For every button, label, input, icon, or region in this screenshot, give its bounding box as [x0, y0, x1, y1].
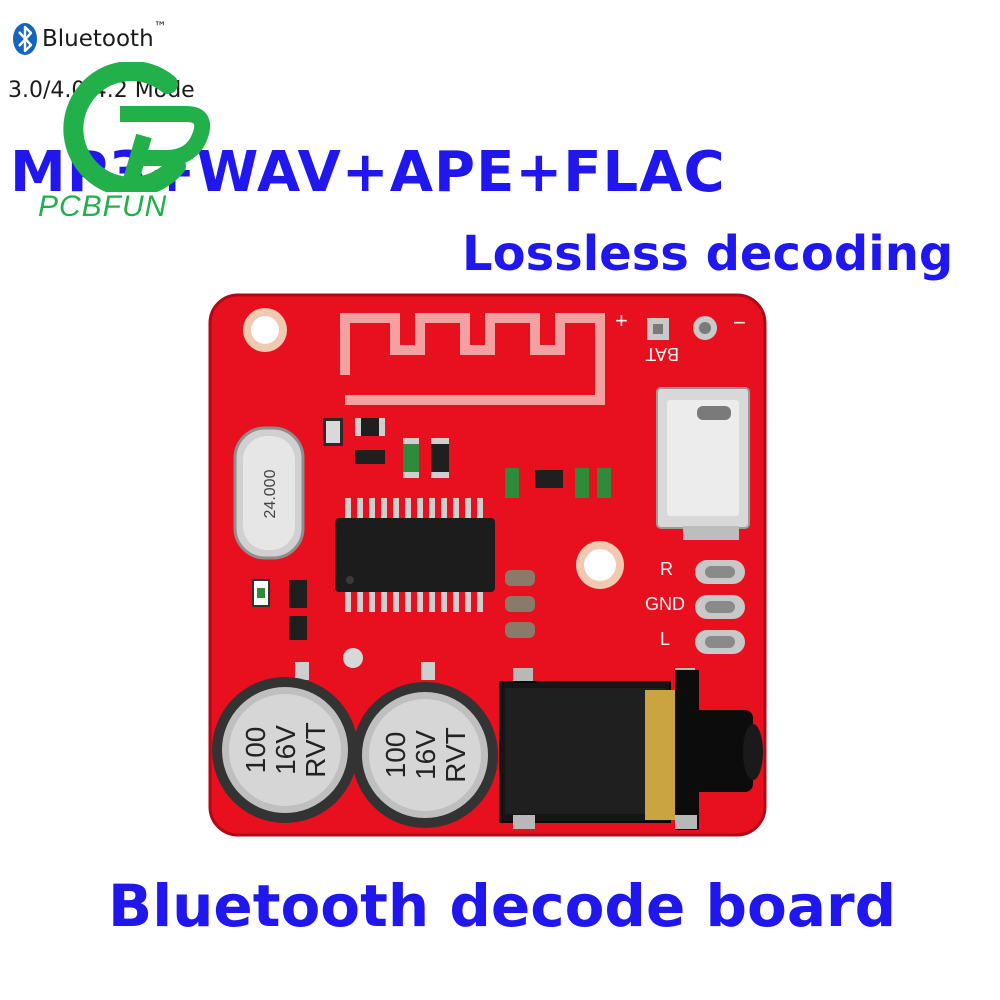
- capacitor-right: 100 16V RVT: [352, 662, 498, 828]
- battery-pads: + − BAT: [615, 308, 746, 364]
- silk-gnd: GND: [645, 594, 685, 614]
- bluetooth-word: Bluetooth™: [42, 20, 167, 52]
- pcbfun-logo: [63, 62, 211, 192]
- audio-output-pads: R GND L: [645, 559, 745, 654]
- board-title: Bluetooth decode board: [108, 872, 897, 940]
- silk-bat: BAT: [645, 344, 679, 364]
- crystal-oscillator: 24.000: [233, 426, 305, 560]
- mounting-hole-center-right: [576, 541, 624, 589]
- silk-plus: +: [615, 308, 628, 333]
- crystal-label: 24.000: [262, 469, 279, 518]
- cap-right-voltage: 16V: [410, 730, 441, 780]
- mounting-hole-top-left: [243, 308, 287, 352]
- pcbfun-logo-text: PCBFUN: [38, 190, 168, 223]
- silk-l: L: [660, 629, 670, 649]
- smd-components: [252, 418, 611, 668]
- silk-r: R: [660, 559, 673, 579]
- bluetooth-icon: [13, 23, 37, 55]
- silk-minus: −: [733, 310, 746, 335]
- bluetooth-decoder-board: + − BAT 24.000: [208, 293, 767, 837]
- cap-right-value: 100: [380, 732, 411, 779]
- cap-left-brand: RVT: [300, 722, 331, 778]
- subtitle-lossless: Lossless decoding: [462, 226, 954, 282]
- decoder-chip: [335, 498, 495, 612]
- audio-jack[interactable]: [499, 668, 763, 830]
- antenna-trace: [340, 313, 605, 405]
- cap-left-voltage: 16V: [270, 725, 301, 775]
- cap-right-brand: RVT: [440, 727, 471, 783]
- micro-usb-connector[interactable]: [656, 387, 750, 540]
- cap-left-value: 100: [240, 727, 271, 774]
- bluetooth-brand: Bluetooth™: [12, 20, 167, 56]
